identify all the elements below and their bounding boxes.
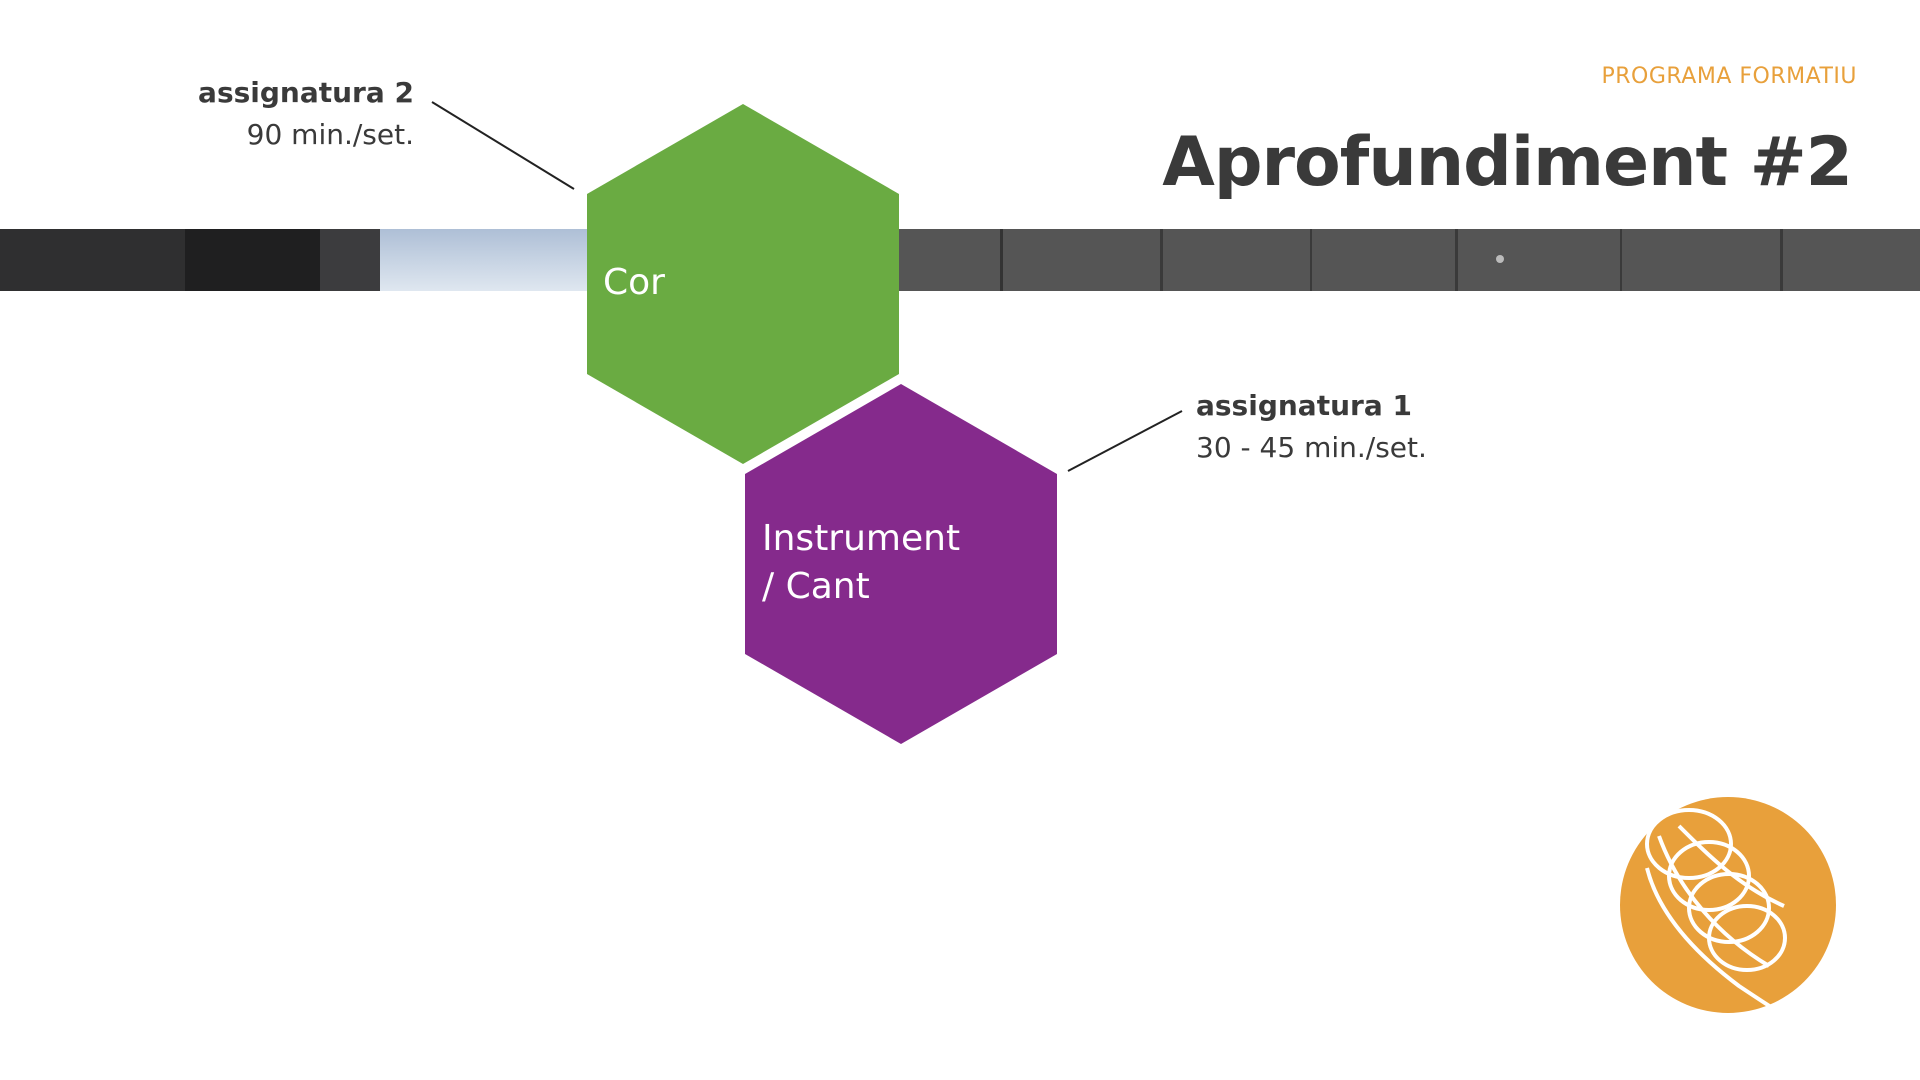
callout-assignatura-2: assignatura 2 90 min./set. — [198, 73, 414, 157]
hexagon-cor — [587, 104, 899, 464]
slide-title: Aprofundiment #2 — [1162, 123, 1853, 202]
hexagon-instrument-label: Instrument / Cant — [762, 515, 960, 611]
callout-time: 30 - 45 min./set. — [1196, 431, 1427, 464]
connector-line-assignatura-1 — [1067, 410, 1183, 472]
callout-name: assignatura 1 — [1196, 389, 1412, 422]
hexagon-instrument-label-line1: Instrument — [762, 518, 961, 559]
slide-kicker: PROGRAMA FORMATIU — [1601, 64, 1857, 89]
callout-assignatura-1: assignatura 1 30 - 45 min./set. — [1196, 386, 1427, 470]
photo-strip — [0, 229, 1920, 291]
hexagon-instrument-label-line2: / Cant — [762, 566, 870, 607]
connector-line-assignatura-2 — [431, 101, 575, 190]
callout-name: assignatura 2 — [198, 76, 414, 109]
orange-circle-rings-logo-icon — [1620, 797, 1836, 1014]
callout-time: 90 min./set. — [246, 118, 414, 151]
hexagon-instrument — [745, 384, 1057, 744]
hexagon-cor-label: Cor — [603, 262, 665, 303]
